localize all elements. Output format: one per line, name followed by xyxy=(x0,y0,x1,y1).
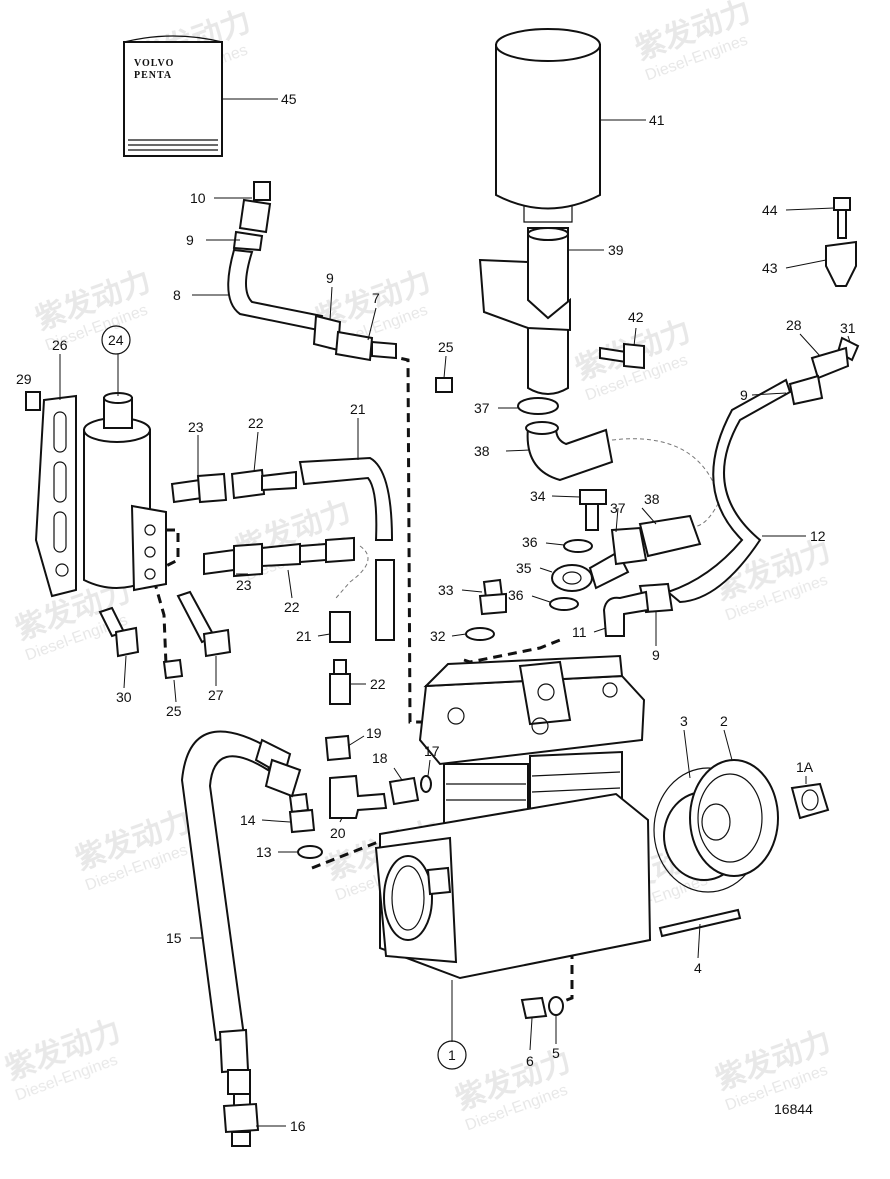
callout-33: 33 xyxy=(438,582,454,598)
callout-17: 17 xyxy=(424,743,440,759)
callout-37: 37 xyxy=(474,400,490,416)
callout-8: 8 xyxy=(173,287,181,303)
fittings-22 xyxy=(329,659,351,705)
callout-3: 3 xyxy=(680,713,688,729)
callout-28: 28 xyxy=(786,317,802,333)
callout-12: 12 xyxy=(810,528,826,544)
callout-19: 19 xyxy=(366,725,382,741)
air-compressor xyxy=(374,654,745,980)
leader-lines xyxy=(59,98,851,1127)
bolt-44-bracket-43 xyxy=(825,197,857,287)
flexible-hose xyxy=(180,730,302,1147)
volvo-penta-booklet: VOLVO PENTA xyxy=(123,35,223,157)
callout-35: 35 xyxy=(516,560,532,576)
callout-circle-24 xyxy=(101,325,131,355)
air-filter-canister xyxy=(478,28,601,415)
callout-41: 41 xyxy=(649,112,665,128)
callout-18: 18 xyxy=(372,750,388,766)
callout-29: 29 xyxy=(16,371,32,387)
callout-25: 25 xyxy=(166,703,182,719)
bolt-42 xyxy=(599,342,645,370)
callout-22: 22 xyxy=(370,676,386,692)
brand-line2: PENTA xyxy=(134,70,172,81)
callout-6: 6 xyxy=(526,1053,534,1069)
gear-assembly xyxy=(653,759,830,893)
callout-9: 9 xyxy=(326,270,334,286)
callout-7: 7 xyxy=(372,290,380,306)
callout-34: 34 xyxy=(530,488,546,504)
separator-bracket xyxy=(25,391,77,598)
separator-canister xyxy=(83,392,167,592)
callout-22: 22 xyxy=(284,599,300,615)
callout-9: 9 xyxy=(652,647,660,663)
fittings-lower-row xyxy=(203,536,369,643)
callout-30: 30 xyxy=(116,689,132,705)
callout-26: 26 xyxy=(52,337,68,353)
callout-15: 15 xyxy=(166,930,182,946)
callout-44: 44 xyxy=(762,202,778,218)
callout-25: 25 xyxy=(438,339,454,355)
callout-16: 16 xyxy=(290,1118,306,1134)
elbow-11 xyxy=(602,590,650,637)
callout-39: 39 xyxy=(608,242,624,258)
callout-9: 9 xyxy=(186,232,194,248)
callout-13: 13 xyxy=(256,844,272,860)
callout-37: 37 xyxy=(610,500,626,516)
callout-45: 45 xyxy=(281,91,297,107)
fittings-upper-row xyxy=(170,456,395,641)
callout-labels: 45 41 10 9 8 9 7 25 39 42 44 43 31 28 9 … xyxy=(16,91,856,1134)
callout-38: 38 xyxy=(474,443,490,459)
callout-24: 24 xyxy=(108,332,124,348)
fittings-19-20-18-17 xyxy=(324,734,478,819)
callout-38: 38 xyxy=(644,491,660,507)
hose-elbow xyxy=(525,421,721,528)
callout-1A: 1A xyxy=(796,759,814,775)
callout-36: 36 xyxy=(508,587,524,603)
pipe-assembly-left xyxy=(227,181,453,393)
bolts-lower-left xyxy=(98,590,232,680)
callout-43: 43 xyxy=(762,260,778,276)
callout-11: 11 xyxy=(572,624,587,640)
callout-2: 2 xyxy=(720,713,728,729)
callout-circle-1 xyxy=(437,1040,467,1070)
callout-9: 9 xyxy=(740,387,748,403)
fittings-14-13 xyxy=(288,792,323,859)
callout-21: 21 xyxy=(350,401,366,417)
callout-36: 36 xyxy=(522,534,538,550)
callout-1: 1 xyxy=(448,1047,456,1063)
callout-10: 10 xyxy=(190,190,206,206)
banjo-fitting xyxy=(549,489,702,611)
stud-nut-washer xyxy=(520,908,742,1020)
callout-31: 31 xyxy=(840,320,856,336)
pipe-assembly-right xyxy=(638,336,860,614)
drawing-number: 16844 xyxy=(774,1101,813,1117)
callout-4: 4 xyxy=(694,960,702,976)
callout-23: 23 xyxy=(236,577,252,593)
callout-23: 23 xyxy=(188,419,204,435)
callout-22: 22 xyxy=(248,415,264,431)
fitting-33-32 xyxy=(465,578,507,641)
brand-line1: VOLVO xyxy=(134,58,174,69)
callout-5: 5 xyxy=(552,1045,560,1061)
callout-42: 42 xyxy=(628,309,644,325)
callout-20: 20 xyxy=(330,825,346,841)
callout-14: 14 xyxy=(240,812,256,828)
callout-27: 27 xyxy=(208,687,224,703)
callout-32: 32 xyxy=(430,628,446,644)
callout-21: 21 xyxy=(296,628,312,644)
